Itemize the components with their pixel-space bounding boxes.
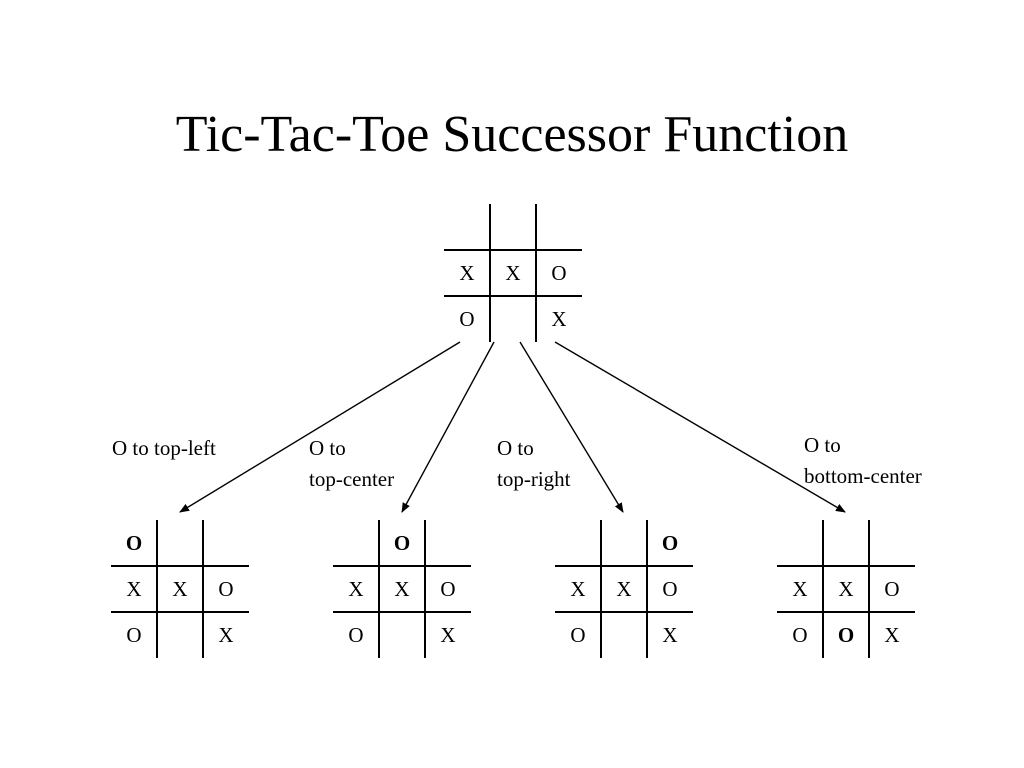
slide-title: Tic-Tac-Toe Successor Function [175,106,849,163]
grid-line-vertical [822,520,824,658]
move-label-line: O to [309,436,346,460]
board-cell: O [792,623,808,647]
grid-line-horizontal [555,565,693,567]
move-label-top-left: O to top-left [112,433,216,464]
grid-line-vertical [202,520,204,658]
board-cell [158,523,202,563]
grid-line-vertical [646,520,648,658]
move-label-top-center: O to top-center [309,433,394,495]
board-cell [158,615,202,655]
board-cell [445,207,489,247]
board-cell: O [348,623,364,647]
board-cell [334,523,378,563]
board-cell [556,523,600,563]
board-cell: X [551,307,567,331]
grid-line-horizontal [444,295,582,297]
move-label-bottom-center: O to bottom-center [804,430,922,492]
board-cell: X [505,261,521,285]
move-label-line: top-right [497,467,571,491]
grid-line-vertical [378,520,380,658]
grid-line-vertical [489,204,491,342]
board-cell [380,615,424,655]
board-cell: X [662,623,678,647]
board-cell: O [884,577,900,601]
grid-line-horizontal [555,611,693,613]
board-cell [778,523,822,563]
board-cell [426,523,470,563]
board-cell [824,523,868,563]
arrow-to-bottom-center [554,341,846,513]
board-cell [491,207,535,247]
board-cell [870,523,914,563]
grid-line-vertical [600,520,602,658]
grid-line-horizontal [777,611,915,613]
board-cell: X [440,623,456,647]
board-cell: X [792,577,808,601]
grid-line-horizontal [777,565,915,567]
board-cell: O [570,623,586,647]
grid-line-horizontal [111,611,249,613]
board-cell: X [838,577,854,601]
board-cell: X [570,577,586,601]
board-cell: X [616,577,632,601]
board-cell: X [126,577,142,601]
arrow-to-top-center [401,341,495,513]
board-cell [602,523,646,563]
move-label-line: O to [497,436,534,460]
grid-line-horizontal [333,611,471,613]
board-cell [491,299,535,339]
board-cell: O [126,623,142,647]
move-label-top-right: O to top-right [497,433,571,495]
board-cell: O [551,261,567,285]
move-label-line: top-center [309,467,395,491]
board-cell: X [172,577,188,601]
board-cell: O [661,531,679,555]
board-cell: O [837,623,855,647]
board-cell [602,615,646,655]
board-cell: X [459,261,475,285]
board-cell: X [394,577,410,601]
board-cell [204,523,248,563]
grid-line-horizontal [111,565,249,567]
move-label-line: O to [804,433,841,457]
grid-line-horizontal [444,249,582,251]
grid-line-vertical [156,520,158,658]
board-cell [537,207,581,247]
grid-line-vertical [868,520,870,658]
grid-line-vertical [424,520,426,658]
move-label-line: bottom-center [804,464,922,488]
board-cell: X [218,623,234,647]
grid-line-vertical [535,204,537,342]
board-cell: O [393,531,411,555]
board-cell: X [884,623,900,647]
grid-line-horizontal [333,565,471,567]
board-cell: O [218,577,234,601]
board-cell: O [125,531,143,555]
board-cell: O [440,577,456,601]
board-cell: O [662,577,678,601]
board-cell: X [348,577,364,601]
arrow-to-top-left [179,341,461,513]
board-cell: O [459,307,475,331]
arrow-to-top-right [519,341,624,513]
move-label-line: O to top-left [112,436,216,460]
